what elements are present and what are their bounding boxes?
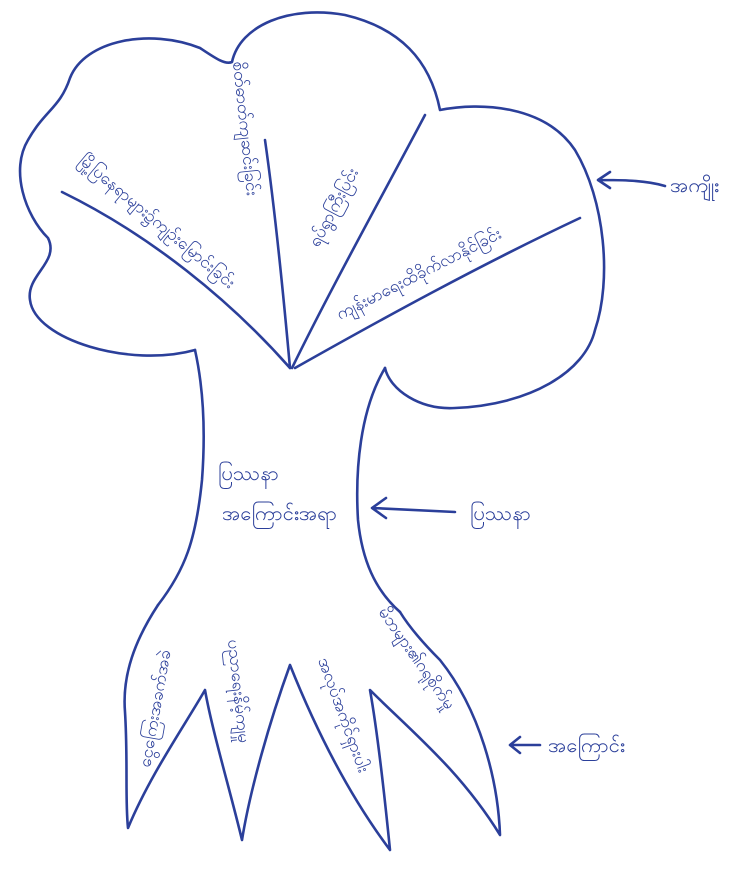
tree-trunk-right xyxy=(357,368,400,612)
problem-label: ပြဿနာ xyxy=(470,501,531,529)
branch-line-1 xyxy=(62,192,290,368)
trunk-label-line1: ပြဿနာ xyxy=(218,461,279,489)
branch-label-2: စိတ်ဓာတ်ကျဆင်းခြင်း xyxy=(225,60,264,197)
branch-label-3: ရပ်ရွာကြီးပြင်း xyxy=(303,164,366,252)
root-label-4: မိဘများ၏ဂရုစိုက်မှု xyxy=(371,603,460,715)
root-label-2: ပညာရေးနိမ့်ကျမှု xyxy=(220,638,254,744)
tree-roots-outline xyxy=(125,605,500,850)
trunk-label-line2: အကြောင်းအရာ xyxy=(222,501,337,529)
causes-arrow xyxy=(510,737,540,753)
root-label-3: အလုပ်အကိုင်ရှားပါး xyxy=(310,655,374,777)
branch-label-1: မြို့ပြနေရာများ၌ကျဉ်းမြောင်းခြင်း xyxy=(73,149,241,295)
problem-arrow xyxy=(372,498,455,518)
tree-crown-outline xyxy=(20,12,604,408)
branch-line-4 xyxy=(295,218,580,368)
tree-trunk-left xyxy=(158,350,204,605)
effects-label: အကျိုး xyxy=(670,173,719,201)
effects-arrow xyxy=(598,172,665,188)
branch-line-2 xyxy=(265,140,290,368)
causes-label: အကြောင်း xyxy=(548,733,625,761)
root-label-1: ငွေကြေးအခက်အခဲ xyxy=(133,648,178,770)
